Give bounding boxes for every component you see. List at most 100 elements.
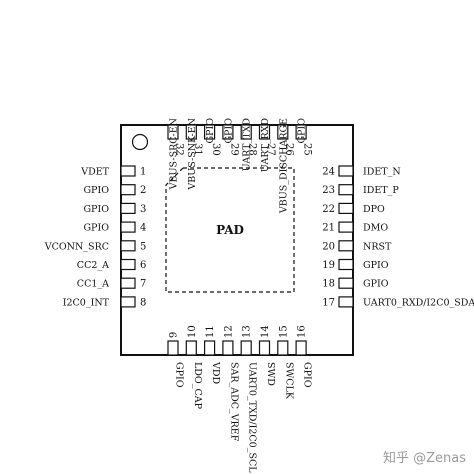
pin-number-31: 31 <box>192 143 203 156</box>
pin-number-13: 13 <box>242 325 253 338</box>
pin-label-32: VBUS-SRC-EN <box>169 118 180 190</box>
pin-label-28: UART_TXD <box>242 118 253 172</box>
pin-14-pad <box>258 340 271 356</box>
pin-8-pad <box>120 296 136 308</box>
pin-label-19: GPIO <box>363 260 389 271</box>
left-pins: 1VDET2GPIO3GPIO4GPIO5VCONN_SRC6CC2_A7CC1… <box>44 165 146 308</box>
pin-29-pad <box>222 124 234 140</box>
pin-number-1: 1 <box>140 167 146 178</box>
pin-label-29: GPIO <box>223 118 234 144</box>
pin-label-11: VDD <box>210 361 221 384</box>
pin-number-10: 10 <box>187 325 198 338</box>
pin-number-21: 21 <box>322 223 335 234</box>
pin-31-pad <box>185 124 197 140</box>
pin-20-pad <box>338 240 354 252</box>
pin-4-pad <box>120 221 136 233</box>
pin-number-30: 30 <box>210 143 221 156</box>
pin-25-pad <box>295 124 307 140</box>
exposed-pad-outline <box>165 167 295 293</box>
pin-label-30: GPIO <box>205 118 216 144</box>
pin-label-14: SWD <box>265 362 276 386</box>
pin-label-5: VCONN_SRC <box>44 241 109 252</box>
watermark: 知乎 @Zenas <box>383 450 466 466</box>
pin-13-pad <box>240 340 252 356</box>
pin-label-23: IDET_P <box>363 185 399 196</box>
pin-number-4: 4 <box>140 223 146 234</box>
pin-number-14: 14 <box>260 325 271 338</box>
pin-label-18: GPIO <box>363 279 389 290</box>
pin-10-pad <box>185 340 197 356</box>
pin-number-28: 28 <box>247 143 258 156</box>
pin-24-pad <box>338 165 354 177</box>
pin-number-29: 29 <box>228 143 239 156</box>
pin-17-pad <box>338 296 354 308</box>
pin-label-25: GPIO <box>297 118 308 144</box>
pin-label-13: UART0_TXD/I2C0_SCL <box>247 362 258 473</box>
pin-number-9: 9 <box>169 332 180 338</box>
pin-label-21: DMO <box>363 223 388 234</box>
pin1-indicator-dot <box>131 133 149 151</box>
pin-label-20: NRST <box>363 241 392 252</box>
pin-label-15: SWCLK <box>283 362 294 400</box>
pin-1-pad <box>120 165 136 177</box>
pin-number-5: 5 <box>140 241 146 252</box>
pin-number-17: 17 <box>322 297 335 308</box>
pin-number-11: 11 <box>205 325 216 338</box>
pin-number-23: 23 <box>322 185 335 196</box>
pin-27-pad <box>258 124 271 140</box>
pin-number-6: 6 <box>140 260 146 271</box>
pin-label-10: LDO_CAP <box>192 362 203 410</box>
pin-number-7: 7 <box>140 279 146 290</box>
pin-6-pad <box>120 258 136 271</box>
pad-label: PAD <box>216 223 244 237</box>
pin-label-17: UART0_RXD/I2C0_SDA <box>363 297 474 308</box>
pin-number-27: 27 <box>265 143 276 156</box>
pin-number-24: 24 <box>322 167 335 178</box>
pin-number-3: 3 <box>140 204 146 215</box>
pin-label-6: CC2_A <box>77 260 109 271</box>
pin-22-pad <box>338 202 354 214</box>
pin-number-15: 15 <box>278 325 289 338</box>
pin-label-3: GPIO <box>83 204 109 215</box>
pin-number-22: 22 <box>322 204 335 215</box>
pin-7-pad <box>120 277 136 289</box>
pin-number-2: 2 <box>140 185 146 196</box>
pin-label-16: GPIO <box>302 362 313 388</box>
pin-label-2: GPIO <box>83 185 109 196</box>
pin-21-pad <box>338 221 354 233</box>
pin-label-12: SAR_ADC_VREF <box>228 362 239 442</box>
pin-5-pad <box>120 240 136 252</box>
pin-12-pad <box>222 340 234 356</box>
pin-15-pad <box>277 340 289 356</box>
pin-label-4: GPIO <box>83 223 109 234</box>
pin-19-pad <box>338 258 354 271</box>
pin-30-pad <box>204 124 216 140</box>
pin-number-12: 12 <box>223 325 234 338</box>
pin-label-8: I2C0_INT <box>63 297 110 308</box>
pin-label-24: IDET_N <box>363 167 401 178</box>
pin-label-31: VBUS-SNK-EN <box>187 118 198 191</box>
pin-number-25: 25 <box>302 143 313 156</box>
pin-23-pad <box>338 184 354 196</box>
pin-number-16: 16 <box>297 325 308 338</box>
pin-number-18: 18 <box>322 279 335 290</box>
pin-label-22: DPO <box>363 204 385 215</box>
pin-number-8: 8 <box>140 297 146 308</box>
pin-18-pad <box>338 277 354 289</box>
pin-number-19: 19 <box>322 260 335 271</box>
pin-26-pad <box>277 124 289 140</box>
pin-label-9: GPIO <box>174 362 185 388</box>
pin-11-pad <box>204 340 216 356</box>
pin-2-pad <box>120 184 136 196</box>
chip-body <box>120 124 354 356</box>
pin-3-pad <box>120 202 136 214</box>
pin-number-20: 20 <box>322 241 335 252</box>
pin-9-pad <box>167 340 179 356</box>
pin-32-pad <box>167 124 179 140</box>
pin-label-7: CC1_A <box>77 279 109 290</box>
pin-28-pad <box>240 124 252 140</box>
